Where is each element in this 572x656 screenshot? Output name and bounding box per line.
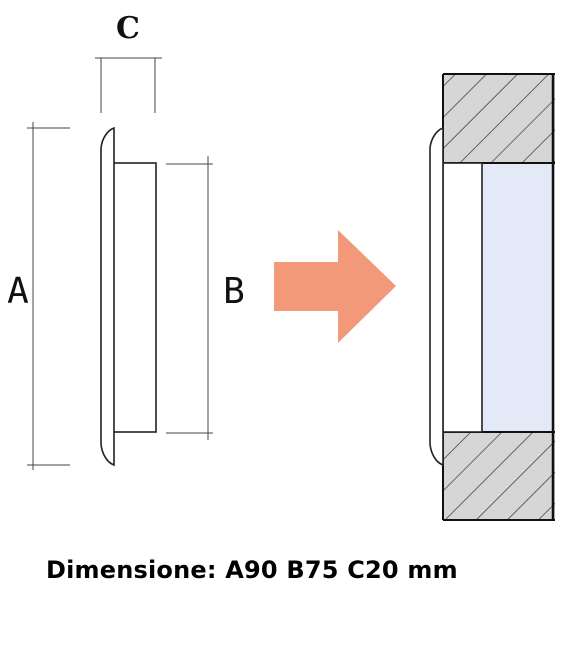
grille-body: [100, 126, 157, 467]
label-c: C: [116, 11, 140, 46]
grille-side-view: C A B: [7, 11, 245, 470]
dimension-b: [166, 156, 213, 440]
wall-opening: [482, 163, 555, 432]
dimensions-caption: Dimensione: A90 B75 C20 mm: [46, 556, 458, 584]
installed-grille-body: [429, 126, 483, 467]
wall-bottom: [443, 432, 555, 520]
wall-top: [443, 74, 555, 163]
dimension-c: [95, 57, 162, 113]
arrow-icon: [274, 230, 396, 343]
installed-grille-view: [429, 73, 555, 521]
label-b: B: [223, 271, 245, 312]
dimension-a: [27, 122, 70, 470]
label-a: A: [7, 271, 29, 312]
